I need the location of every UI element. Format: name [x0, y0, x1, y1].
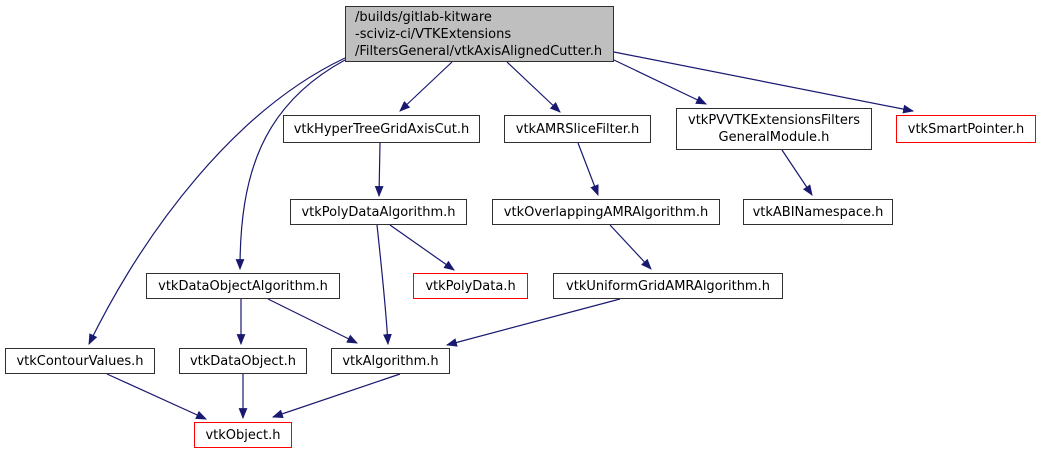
node-smartpointer[interactable]: vtkSmartPointer.h	[896, 115, 1036, 143]
node-abinamespace[interactable]: vtkABINamespace.h	[743, 199, 893, 225]
edge-polydataalgo-polydata	[389, 224, 455, 271]
node-polydata[interactable]: vtkPolyData.h	[413, 273, 528, 299]
node-algorithm[interactable]: vtkAlgorithm.h	[331, 348, 450, 374]
edge-main-hypertree	[399, 61, 453, 112]
edge-overlappingamr-uniformgridamr	[609, 224, 652, 270]
edge-contourvalues-object	[106, 373, 208, 420]
edge-pvvtkmodule-abinamespace	[781, 149, 813, 196]
edge-main-smartpointer	[613, 51, 915, 114]
node-contourvalues[interactable]: vtkContourValues.h	[5, 348, 155, 374]
edge-main-dataobjectalgo	[235, 59, 346, 271]
node-uniformgridamralgorithm[interactable]: vtkUniformGridAMRAlgorithm.h	[553, 273, 783, 299]
edge-hypertree-polydataalgo	[374, 142, 384, 198]
node-amrslicefilter[interactable]: vtkAMRSliceFilter.h	[504, 115, 651, 143]
node-overlappingamralgorithm[interactable]: vtkOverlappingAMRAlgorithm.h	[492, 199, 720, 225]
edge-main-pvvtkmodule	[613, 59, 707, 105]
node-dataobjectalgorithm[interactable]: vtkDataObjectAlgorithm.h	[146, 273, 340, 299]
node-polydataalgorithm[interactable]: vtkPolyDataAlgorithm.h	[290, 199, 467, 225]
node-dataobject[interactable]: vtkDataObject.h	[179, 348, 307, 374]
node-object[interactable]: vtkObject.h	[194, 422, 292, 448]
edge-algorithm-object	[271, 373, 401, 418]
edge-polydataalgo-algorithm	[376, 224, 392, 346]
edge-uniformgridamr-algorithm	[445, 298, 621, 347]
edge-amrslice-overlappingamr	[577, 142, 599, 197]
node-hypertreegridaxiscut[interactable]: vtkHyperTreeGridAxisCut.h	[283, 115, 480, 143]
edge-dataobjectalgo-algorithm	[267, 298, 358, 344]
node-main-file: /builds/gitlab-kitware -sciviz-ci/VTKExt…	[345, 6, 614, 62]
edge-main-amrslice	[506, 61, 561, 113]
node-pvvtkextensionsfiltersgeneralmodule[interactable]: vtkPVVTKExtensionsFilters GeneralModule.…	[676, 108, 872, 150]
